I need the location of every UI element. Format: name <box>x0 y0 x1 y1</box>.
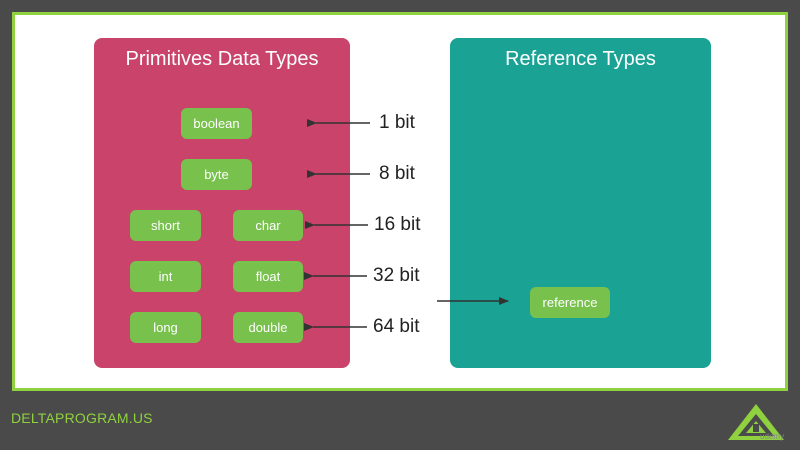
type-boolean: boolean <box>181 108 252 139</box>
bit-label-32: 32 bit <box>373 265 420 286</box>
bit-label-16: 16 bit <box>374 214 421 235</box>
bit-label-1: 1 bit <box>379 112 415 133</box>
type-reference: reference <box>530 287 610 318</box>
reference-panel: Reference Types <box>450 38 711 368</box>
delta-triangle-logo-icon <box>728 404 784 440</box>
site-name: DELTAPROGRAM.US <box>11 410 153 426</box>
primitives-title: Primitives Data Types <box>125 48 319 70</box>
type-byte: byte <box>181 159 252 190</box>
bit-label-64: 64 bit <box>373 316 420 337</box>
type-double: double <box>233 312 303 343</box>
bit-label-8: 8 bit <box>379 163 415 184</box>
watermark: udemy <box>760 432 785 441</box>
type-char: char <box>233 210 303 241</box>
type-int: int <box>130 261 201 292</box>
reference-title: Reference Types <box>505 48 656 70</box>
type-long: long <box>130 312 201 343</box>
type-short: short <box>130 210 201 241</box>
type-float: float <box>233 261 303 292</box>
